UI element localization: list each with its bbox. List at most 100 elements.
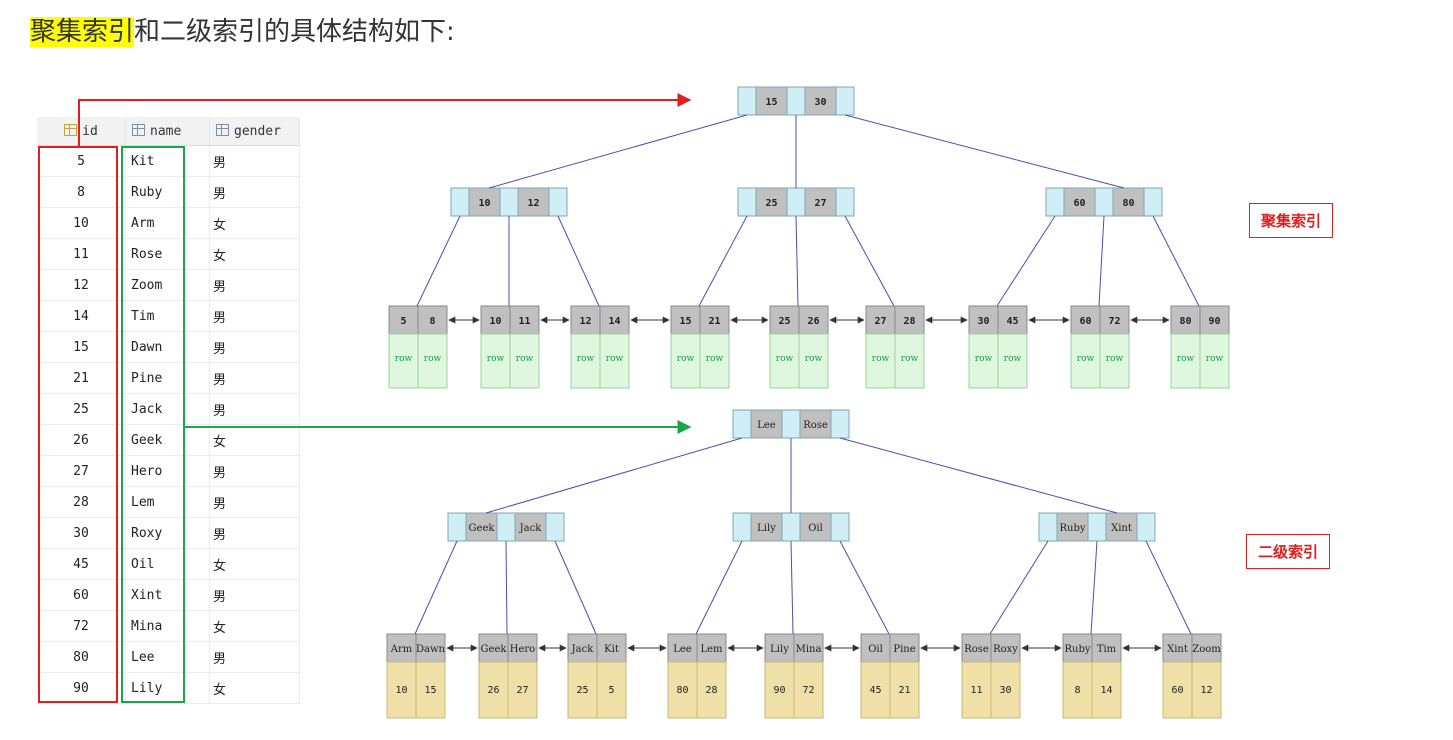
name-cell[interactable]: Hero <box>125 455 210 487</box>
gender-cell[interactable]: 女 <box>209 424 300 456</box>
root-node-key: 30 <box>814 97 826 108</box>
leaf-id-cell <box>696 661 727 719</box>
gender-cell[interactable]: 男 <box>209 145 300 177</box>
gender-cell[interactable]: 女 <box>209 207 300 239</box>
name-cell[interactable]: Pine <box>125 362 210 394</box>
id-cell[interactable]: 15 <box>37 331 126 363</box>
column-icon <box>216 123 229 136</box>
leaf-key: Lee <box>673 644 692 655</box>
internal-node-key: 60 <box>1073 198 1085 209</box>
leaf-row-text: row <box>975 354 993 364</box>
internal-node-key-cell <box>750 512 783 542</box>
internal-node-pointer-cell <box>545 512 565 542</box>
name-cell[interactable]: Lily <box>125 672 210 704</box>
id-cell[interactable]: 80 <box>37 641 126 673</box>
gender-cell[interactable]: 男 <box>209 176 300 208</box>
name-cell[interactable]: Geek <box>125 424 210 456</box>
leaf-key-cell <box>480 305 511 335</box>
gender-cell[interactable]: 男 <box>209 393 300 425</box>
gender-cell[interactable]: 男 <box>209 517 300 549</box>
id-cell[interactable]: 28 <box>37 486 126 518</box>
name-cell[interactable]: Lee <box>125 641 210 673</box>
gender-cell[interactable]: 男 <box>209 362 300 394</box>
id-cell[interactable]: 45 <box>37 548 126 580</box>
column-header-name[interactable]: name <box>125 117 210 146</box>
name-cell[interactable]: Tim <box>125 300 210 332</box>
id-cell[interactable]: 8 <box>37 176 126 208</box>
name-cell[interactable]: Rose <box>125 238 210 270</box>
gender-cell[interactable]: 女 <box>209 548 300 580</box>
leaf-row-cell <box>480 333 511 389</box>
leaf-key: 80 <box>1179 316 1191 327</box>
tree-edge <box>1090 540 1098 635</box>
gender-cell[interactable]: 男 <box>209 486 300 518</box>
id-cell[interactable]: 27 <box>37 455 126 487</box>
tree-edge <box>414 540 458 635</box>
gender-cell[interactable]: 男 <box>209 579 300 611</box>
leaf-id-value: 30 <box>999 685 1011 696</box>
name-cell[interactable]: Jack <box>125 393 210 425</box>
leaf-key-cell <box>865 305 896 335</box>
name-cell[interactable]: Lem <box>125 486 210 518</box>
gender-cell[interactable]: 男 <box>209 331 300 363</box>
column-header-gender[interactable]: gender <box>209 117 300 146</box>
id-cell[interactable]: 10 <box>37 207 126 239</box>
name-cell[interactable]: Kit <box>125 145 210 177</box>
name-cell[interactable]: Xint <box>125 579 210 611</box>
name-cell[interactable]: Roxy <box>125 517 210 549</box>
id-cell[interactable]: 90 <box>37 672 126 704</box>
tree-edge <box>839 437 1118 514</box>
id-cell[interactable]: 30 <box>37 517 126 549</box>
gender-cell[interactable]: 男 <box>209 300 300 332</box>
leaf-id-value: 45 <box>869 685 881 696</box>
name-cell[interactable]: Arm <box>125 207 210 239</box>
column-header-id[interactable]: id <box>37 117 126 146</box>
name-cell[interactable]: Ruby <box>125 176 210 208</box>
id-cell[interactable]: 26 <box>37 424 126 456</box>
gender-cell[interactable]: 男 <box>209 269 300 301</box>
tree-edge <box>557 215 600 307</box>
gender-cell[interactable]: 男 <box>209 641 300 673</box>
id-cell[interactable]: 72 <box>37 610 126 642</box>
id-cell[interactable]: 21 <box>37 362 126 394</box>
id-cell[interactable]: 11 <box>37 238 126 270</box>
id-cell[interactable]: 12 <box>37 269 126 301</box>
internal-node-pointer-cell <box>548 187 568 217</box>
name-cell[interactable]: Oil <box>125 548 210 580</box>
gender-cell[interactable]: 男 <box>209 455 300 487</box>
name-cell[interactable]: Zoom <box>125 269 210 301</box>
gender-cell[interactable]: 女 <box>209 238 300 270</box>
gender-cell[interactable]: 女 <box>209 672 300 704</box>
internal-node-key: Geek <box>469 523 496 534</box>
name-cell[interactable]: Dawn <box>125 331 210 363</box>
id-cell[interactable]: 5 <box>37 145 126 177</box>
internal-node-pointer-cell <box>1045 187 1065 217</box>
name-cell[interactable]: Mina <box>125 610 210 642</box>
gender-cell[interactable]: 女 <box>209 610 300 642</box>
id-cell[interactable]: 25 <box>37 393 126 425</box>
id-cell[interactable]: 14 <box>37 300 126 332</box>
leaf-id-value: 21 <box>898 685 910 696</box>
leaf-id-cell <box>596 661 627 719</box>
id-cell[interactable]: 60 <box>37 579 126 611</box>
leaf-key: 27 <box>874 316 886 327</box>
internal-node-key-cell <box>514 512 547 542</box>
